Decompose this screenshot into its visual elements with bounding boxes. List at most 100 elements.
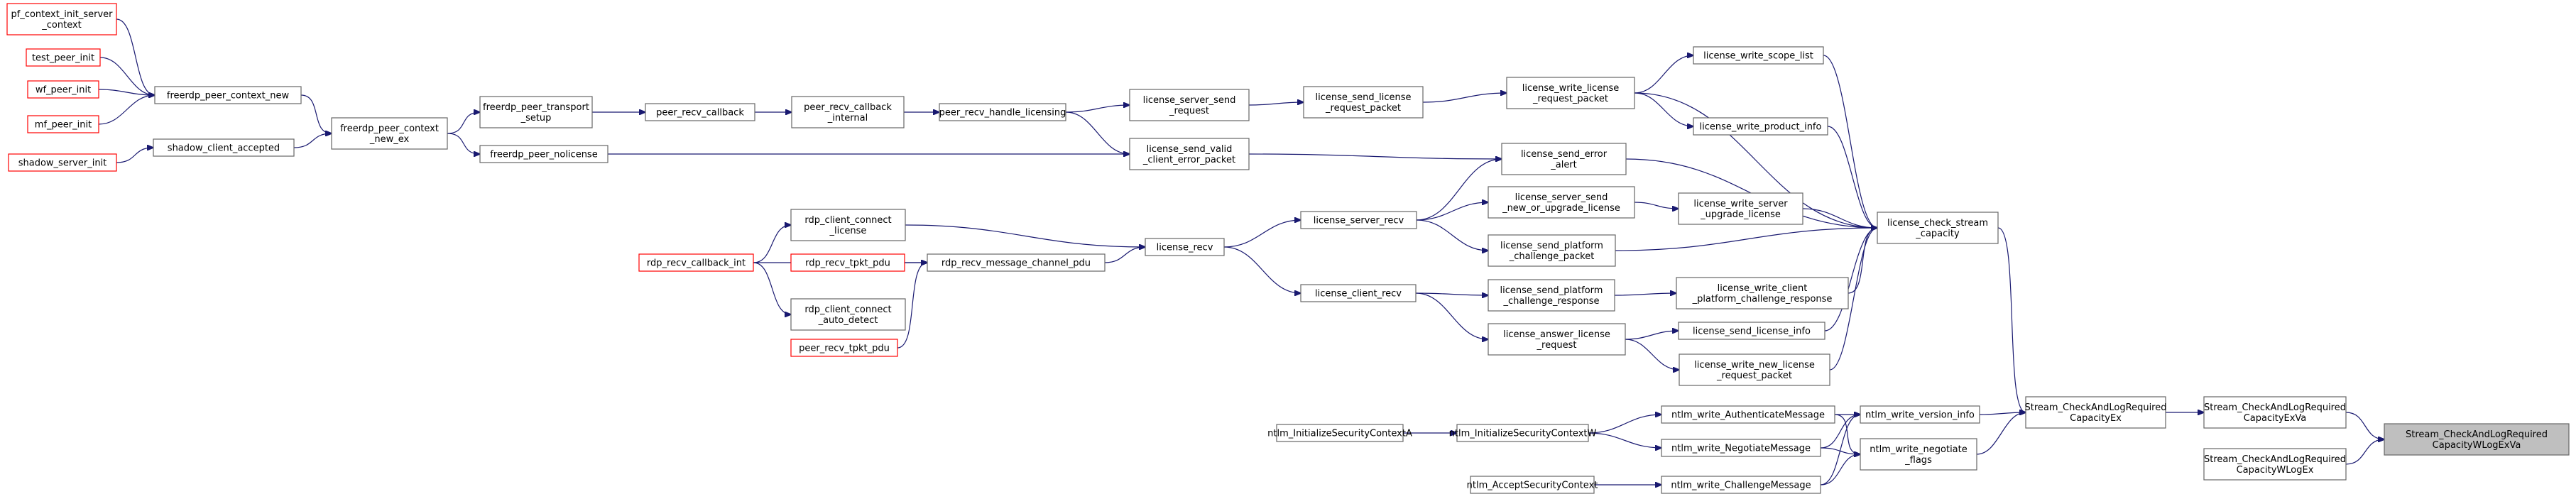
function-node[interactable]: license_write_new_license_request_packet <box>1679 353 1830 386</box>
function-node[interactable]: mf_peer_init <box>27 115 99 133</box>
node-label: _request_packet <box>1325 103 1401 114</box>
node-box <box>154 86 302 104</box>
function-node[interactable]: license_write_product_info <box>1693 117 1828 136</box>
function-node[interactable]: license_send_license_request_packet <box>1303 86 1424 119</box>
node-label: ntlm_write_ChallengeMessage <box>1671 481 1811 491</box>
node-box <box>1877 212 1999 244</box>
function-node[interactable]: ntlm_write_version_info <box>1860 405 1980 424</box>
node-label: license_server_send <box>1515 192 1608 203</box>
function-node[interactable]: peer_recv_handle_licensing <box>939 103 1066 121</box>
function-node[interactable]: license_answer_license_request <box>1488 323 1626 356</box>
node-label: ntlm_write_AuthenticateMessage <box>1671 410 1825 421</box>
function-node[interactable]: ntlm_AcceptSecurityContext <box>1467 476 1598 494</box>
call-edge <box>1625 339 1679 370</box>
function-node[interactable]: Stream_CheckAndLogRequiredCapacityWLogEx… <box>2384 423 2570 456</box>
call-edge <box>1634 92 1877 228</box>
function-node[interactable]: ntlm_write_negotiate_flags <box>1860 438 1977 471</box>
node-label: license_write_new_license <box>1694 360 1815 371</box>
function-node[interactable]: shadow_client_accepted <box>153 138 295 157</box>
call-edge <box>1422 93 1507 103</box>
function-node[interactable]: peer_recv_callback <box>645 103 755 121</box>
function-node[interactable]: test_peer_init <box>26 48 101 67</box>
node-box <box>1129 89 1250 121</box>
node-label: _auto_detect <box>818 315 878 326</box>
function-node[interactable]: peer_recv_callback_internal <box>791 96 905 128</box>
node-label: rdp_client_connect <box>804 305 891 315</box>
call-edge <box>1976 412 2026 455</box>
node-box <box>6 3 117 35</box>
function-node[interactable]: ntlm_write_AuthenticateMessage <box>1661 405 1835 424</box>
node-label: ntlm_write_version_info <box>1865 410 1975 421</box>
function-node[interactable]: shadow_server_init <box>8 153 117 172</box>
function-node[interactable]: license_check_stream_capacity <box>1877 212 1999 244</box>
call-edge <box>905 224 1145 247</box>
node-box <box>1676 277 1849 309</box>
function-node[interactable]: ntlm_write_NegotiateMessage <box>1661 439 1821 457</box>
node-box <box>939 103 1066 121</box>
function-node[interactable]: freerdp_peer_context_new_ex <box>331 117 448 150</box>
function-node[interactable]: rdp_client_connect_license <box>790 209 906 241</box>
node-box <box>2203 396 2347 429</box>
function-node[interactable]: rdp_recv_callback_int <box>638 253 754 272</box>
function-node[interactable]: freerdp_peer_nolicense <box>479 145 608 163</box>
function-node[interactable]: license_send_license_info <box>1678 322 1825 340</box>
function-node[interactable]: wf_peer_init <box>27 80 99 99</box>
call-edge <box>1415 292 1488 339</box>
function-node[interactable]: license_server_recv <box>1300 211 1417 229</box>
call-edge <box>897 263 927 349</box>
node-box <box>791 96 905 128</box>
node-label: pf_context_init_server <box>11 9 113 20</box>
function-node[interactable]: license_write_license_request_packet <box>1506 77 1635 109</box>
call-edge <box>1802 208 1877 228</box>
function-node[interactable]: license_send_valid_client_error_packet <box>1129 138 1250 170</box>
function-node[interactable]: license_write_server_upgrade_license <box>1678 192 1803 225</box>
function-node[interactable]: rdp_recv_message_channel_pdu <box>927 253 1106 272</box>
function-node[interactable]: license_send_error_alert <box>1501 143 1627 175</box>
call-edge <box>1415 293 1488 295</box>
node-label: license_server_recv <box>1314 216 1404 226</box>
function-node[interactable]: license_server_send_request <box>1129 89 1250 121</box>
function-node[interactable]: ntlm_InitializeSecurityContextA <box>1267 424 1412 442</box>
function-node[interactable]: license_server_send_new_or_upgrade_licen… <box>1488 186 1635 219</box>
node-label: CapacityWLogExVa <box>2433 440 2521 451</box>
node-box <box>1679 353 1830 386</box>
node-label: _context <box>41 20 82 31</box>
function-node[interactable]: pf_context_init_server_context <box>6 3 117 35</box>
node-label: ntlm_AcceptSecurityContext <box>1467 481 1598 491</box>
node-box <box>8 153 117 172</box>
node-box <box>1661 405 1835 424</box>
function-node[interactable]: license_client_recv <box>1300 284 1417 302</box>
node-label: test_peer_init <box>32 53 94 64</box>
node-box <box>27 80 99 99</box>
node-label: mf_peer_init <box>35 120 92 131</box>
node-label: ntlm_InitializeSecurityContextA <box>1267 429 1412 439</box>
function-node[interactable]: peer_recv_tpkt_pdu <box>790 339 898 357</box>
function-node[interactable]: freerdp_peer_context_new <box>154 86 302 104</box>
function-node[interactable]: license_recv <box>1145 238 1225 256</box>
function-node[interactable]: license_write_scope_list <box>1693 46 1824 65</box>
node-box <box>1693 117 1828 136</box>
node-label: CapacityEx <box>2070 413 2122 424</box>
node-label: shadow_client_accepted <box>168 143 280 154</box>
call-edge <box>1827 126 1877 228</box>
function-node[interactable]: rdp_recv_tpkt_pdu <box>790 253 905 272</box>
function-node[interactable]: license_write_client_platform_challenge_… <box>1676 277 1849 309</box>
function-node[interactable]: freerdp_peer_transport_setup <box>479 96 593 128</box>
function-node[interactable]: license_send_platform_challenge_response <box>1488 279 1615 312</box>
call-edge <box>1248 102 1304 106</box>
node-box <box>1276 424 1404 442</box>
node-box <box>479 145 608 163</box>
function-node[interactable]: ntlm_InitializeSecurityContextW <box>1449 424 1597 442</box>
function-node[interactable]: ntlm_write_ChallengeMessage <box>1661 476 1821 494</box>
function-node[interactable]: license_send_platform_challenge_packet <box>1488 234 1616 267</box>
node-label: peer_recv_handle_licensing <box>939 108 1066 119</box>
node-label: CapacityExVa <box>2244 413 2307 424</box>
call-edge <box>1614 293 1676 295</box>
call-edge <box>1416 159 1502 221</box>
function-node[interactable]: rdp_client_connect_auto_detect <box>790 298 906 331</box>
node-box <box>927 253 1106 272</box>
